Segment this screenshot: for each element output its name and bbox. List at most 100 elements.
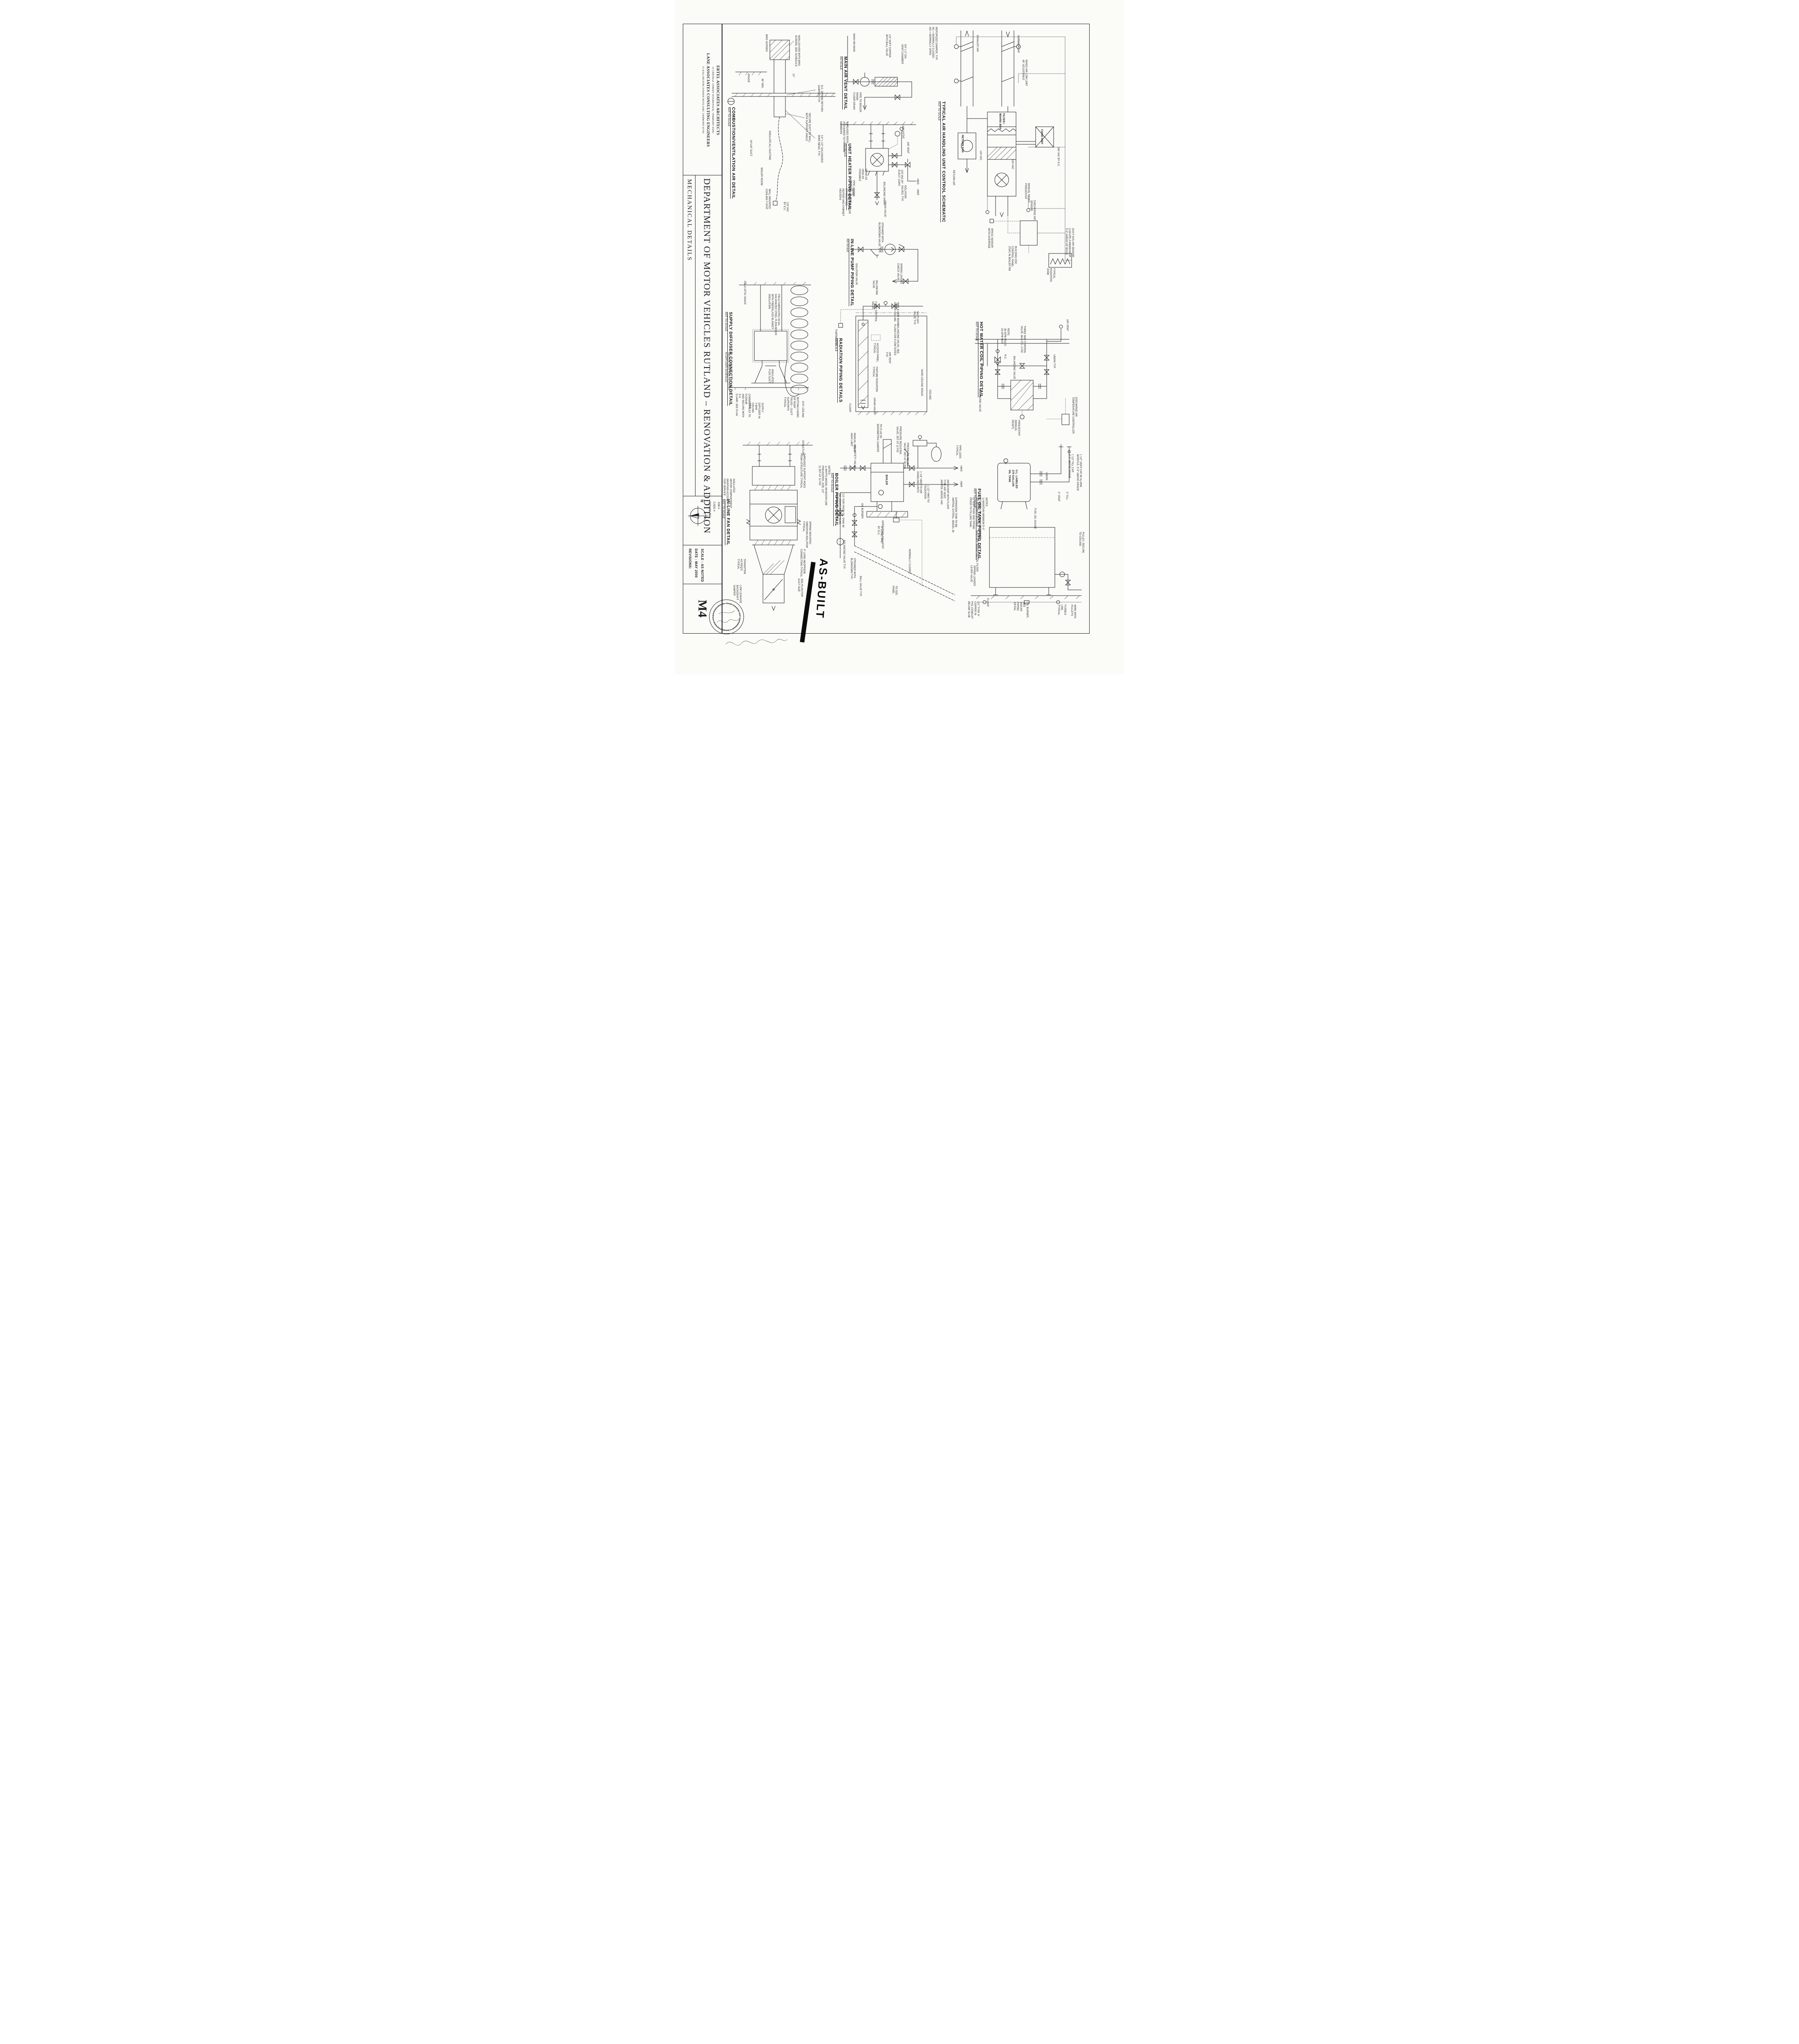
detail-title-text: BOILER PIPING DETAIL xyxy=(833,473,839,527)
detail-title: IN-LINE PUMP PIPING DETAIL NO SCALE xyxy=(845,239,855,307)
annotation: PIPE TO BOILER ROOM FLOOR DRAIN xyxy=(852,92,861,112)
architect-name: ERTEL ASSOCIATES ARCHITECTS xyxy=(716,65,720,135)
detail-unit-heater-piping: UNIT HEATER PIPING DETAIL NO SCALE THREA… xyxy=(836,121,920,219)
annotation: 240 VAC BY E.C. xyxy=(1057,147,1059,167)
inline-fan-drawing xyxy=(742,442,813,611)
annotation: NOTES: 1) WATTS MODEL N9 BACKFLOW PREVEN… xyxy=(818,466,830,506)
detail-title: SUPPLY DIFFUSER CONNECTION DETAIL NOT TO… xyxy=(724,312,733,406)
detail-title: IN-LINE FAN DETAIL NOT TO SCALE xyxy=(721,499,731,545)
annotation: INSULATE ALL DUCTING xyxy=(768,131,771,160)
annotation: 2" FILL xyxy=(1065,492,1068,500)
annotation: NOTES: 1) MAINTAIN MINIMUM 5'-0" BETWEEN… xyxy=(969,498,987,539)
annotation: DISCHARGE AIR SENSOR xyxy=(1030,200,1036,220)
annotation: BALL VALVE TYP. xyxy=(859,576,861,597)
annotation: 1/4" SOFT COPPER WITH BALL VALVE xyxy=(885,34,891,58)
annotation: PIPE LEGS TYPICAL xyxy=(955,445,961,459)
architect-address: 15 CENTRAL STREET WOODSTOCK, VERMONT 050… xyxy=(711,67,714,134)
detail-title: UNIT HEATER PIPING DETAIL NO SCALE xyxy=(843,143,852,211)
annotation: N.C. xyxy=(1003,354,1006,360)
annotation: TO DDC PANEL xyxy=(891,586,897,596)
annotation: 12" xyxy=(792,74,794,78)
annotation: 4" CONC. PAD BY G.C. xyxy=(877,526,883,543)
detail-scale-note: NO SCALE xyxy=(839,56,842,70)
detail-title: TYPICAL AIR HANDLING UNIT CONTROL SCHEMA… xyxy=(937,101,946,223)
annotation: HANG AS HIGH AS POSSIBLE xyxy=(858,169,867,182)
annotation: OIL BURNER, SEE BOILER PIPING DETAIL xyxy=(1013,602,1028,619)
annotation: NON-LOUVER WITH BIRD SCREEN, SEE SCHEDUL… xyxy=(794,35,800,67)
fuel-oil-tank-drawing xyxy=(971,444,1082,604)
annotation: 120 VAC BY E.C. xyxy=(783,202,789,212)
annotation: EXHAUST AIR xyxy=(976,35,978,52)
annotation: SHUT-OFF VALVE xyxy=(975,530,978,551)
engineer-name: LANE ASSOCIATES CONSULTING ENGINEERS xyxy=(706,53,710,147)
annotation: N.C. SPRING RETURN DAMPER, TYP. xyxy=(817,85,823,112)
detail-scale-note: NOT TO SCALE xyxy=(938,101,940,121)
detail-hot-water-coil-piping: HOT WATER COIL PIPING DETAIL NOT TO SCAL… xyxy=(959,317,1081,439)
unit-heater-drawing xyxy=(840,121,917,206)
detail-title-text: SUPPLY DIFFUSER CONNECTION DETAIL xyxy=(727,312,733,406)
annotation: BALANCING VALVE TYP. xyxy=(842,540,845,569)
annotation: HARD CEILING SPACE xyxy=(920,369,923,397)
main-air-vent-drawing xyxy=(847,36,912,110)
equipment-label: BOILER xyxy=(885,475,888,485)
annotation: 2" VENT xyxy=(1057,492,1060,502)
detail-title-text: RADIATION PIPING DETAILS xyxy=(837,338,843,403)
annotation: FUSIBLE LINK TYPICAL xyxy=(1057,605,1066,615)
scale-date-block: SCALE : AS NOTED DATE : MAY 2000 REVISIO… xyxy=(687,548,705,582)
annotation: OUTDOOR AIR xyxy=(1016,35,1019,53)
annotation: SEE PLAN FOR DUCT SIZE xyxy=(797,578,803,597)
drawn-by-label: DRN BY: TDL xyxy=(708,502,711,518)
detail-title-text: MAIN AIR VENT DETAIL xyxy=(842,56,848,110)
annotation: BALANCING VALVE xyxy=(882,182,885,205)
date-note: DATE : MAY 2000 xyxy=(694,549,698,578)
annotation: FREEZESTAT (MANUAL RESET) xyxy=(1011,420,1020,436)
inline-pump-drawing xyxy=(850,244,918,284)
detail-title: COMBUSTION/VENTILATION AIR DETAIL NOT TO… xyxy=(727,107,736,199)
annotation: GYP. CEILING xyxy=(801,401,804,418)
supply-diffuser-drawing xyxy=(729,282,811,397)
annotation: SUPPLY DIFFUSER IN T-BAR CEILING GRID xyxy=(748,403,763,419)
annotation: BOTTOM CHORD OF ROOF TRUSS – DUCT SUPPOR… xyxy=(783,397,799,418)
annotation: 18"x18" DUCT xyxy=(749,140,752,157)
detail-boiler-piping: BOILER PIPING DETAIL NOT TO SCALE TO FLU… xyxy=(816,423,965,617)
annotation: SPRING LOADED CHECK VALVE xyxy=(896,263,902,284)
annotation: THREADED RODS ANCHORED TO FRAMING MEMBER… xyxy=(839,121,848,152)
detail-combustion-ventilation-air: COMBUSTION/VENTILATION AIR DETAIL NOT TO… xyxy=(726,33,836,225)
equipment-label: U.L. LABELED 275 GALLON OIL TANK xyxy=(1008,470,1018,489)
detail-title-text: TYPICAL AIR HANDLING UNIT CONTROL SCHEMA… xyxy=(940,101,946,223)
annotation: STRAINER WITH BLOWDOWN TYP. xyxy=(850,558,856,580)
annotation: 1/2" TYPE 'K' COPPER IN PVC CONDUIT BELO… xyxy=(967,601,980,619)
annotation: 120 VAC xyxy=(979,150,982,161)
annotation: HWS & HWR MAINS ABOVE CEILING xyxy=(893,302,899,326)
annotation: STRUCTURE xyxy=(801,440,804,456)
annotation: PRESSURE RELIEF VALVE, SET AT 30 PSI xyxy=(903,443,909,469)
sheet-number-box: M4 xyxy=(683,584,722,634)
annotation: ISOLATION VALVE xyxy=(855,263,857,285)
annotation: BIRD SCREEN xyxy=(765,34,767,52)
annotation: CEILING xyxy=(928,390,931,400)
job-info-block: JOB # CADD # DRN BY: TDL xyxy=(707,501,721,542)
annotation: WALL MOUNTED COOLING T-STAT xyxy=(765,189,771,210)
annotation: SPRING LOADED LEVER VALVE xyxy=(969,565,976,586)
annotation: EXPANSION TANK TO BE AMTROL EXTROL, MODE… xyxy=(951,498,957,533)
annotation: TYPICAL RADIATION ZONE xyxy=(1046,268,1055,282)
hw-coil-drawing xyxy=(975,325,1070,425)
annotation: FUEL OIL FILTER xyxy=(975,551,978,572)
annotation: MOTORIZED DAMPER, TYP. NC = NORMALLY CLO… xyxy=(928,27,938,61)
detail-title-text: UNIT HEATER PIPING DETAIL xyxy=(846,143,852,211)
detail-title-text: COMBUSTION/VENTILATION AIR DETAIL xyxy=(730,107,736,199)
job-number-label: JOB # xyxy=(717,502,720,509)
detail-scale-note: NO SCALE xyxy=(834,338,837,352)
north-compass xyxy=(688,506,708,526)
annotation: BUILDING DDC CONTROL PANEL (TOP) IN BOIL… xyxy=(1007,246,1017,271)
annotation: AIR VENT xyxy=(1065,319,1068,331)
annotation: MAIN HW MAIN xyxy=(852,34,855,52)
sheet-number: M4 xyxy=(695,600,709,618)
annotation: 1/2" FOR FROM OIL TANK W/ NO JOINTS BELO… xyxy=(835,493,844,528)
detail-scale-note: NOT TO SCALE xyxy=(722,499,725,519)
annotation: TO FLUE W/ BAROMETRIC DAMPER xyxy=(876,424,882,453)
revisions-label: REVISIONS: xyxy=(688,549,692,569)
annotation: 120 VAC xyxy=(1011,159,1014,170)
annotation: BALANCING VALVE xyxy=(1012,356,1015,379)
annotation: DRAIN VALVE xyxy=(873,398,875,414)
